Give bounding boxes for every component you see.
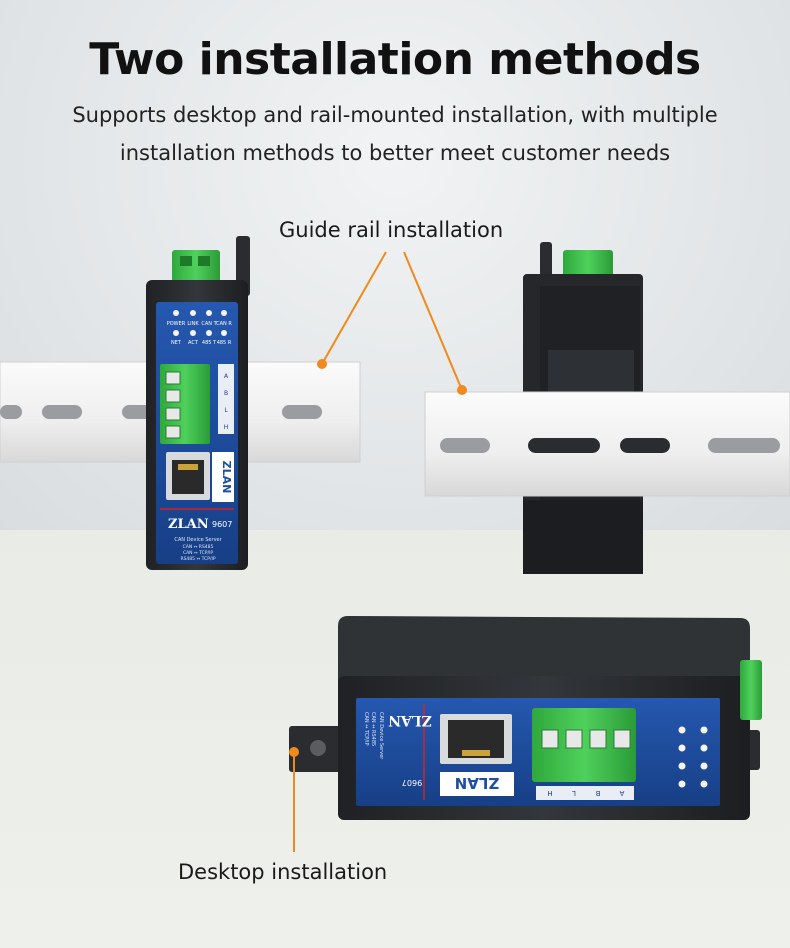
led-label-cant: CAN T xyxy=(201,321,217,327)
desktop-installation-label: Desktop installation xyxy=(178,860,388,884)
subtitle-line-1: Supports desktop and rail-mounted instal… xyxy=(72,103,718,127)
callout-dot-right-rail xyxy=(457,385,467,395)
desktop-spec-line-1: CAN ↔ RS485 xyxy=(370,712,376,746)
top-terminal-block xyxy=(172,250,220,284)
callout-lines xyxy=(289,251,467,852)
led-label-485r: 485 R xyxy=(217,340,232,346)
desktop-terminal-block xyxy=(532,708,636,782)
subtitle-line-2: installation methods to better meet cust… xyxy=(119,141,671,165)
device-front-view: POWER LINK CAN T CAN R NET ACT 485 T 485… xyxy=(146,236,250,570)
led-label-power: POWER xyxy=(167,321,186,327)
callout-dot-left-rail xyxy=(317,359,327,369)
desktop-product-name: CAN Device Server xyxy=(378,712,384,760)
pin-label-b: B xyxy=(224,390,228,397)
pin-label-a: A xyxy=(224,373,229,380)
brand-name: ZLAN xyxy=(168,517,209,532)
desktop-pin-b: B xyxy=(595,789,600,797)
callout-dot-desktop xyxy=(289,747,299,757)
led-indicators xyxy=(173,310,227,336)
spec-line-2: CAN ↔ TCP/IP xyxy=(183,550,213,556)
pin-label-l: L xyxy=(224,407,228,414)
page-subtitle: Supports desktop and rail-mounted instal… xyxy=(40,96,750,172)
desktop-pin-a: A xyxy=(619,789,624,797)
desktop-logo: ZLAN xyxy=(455,774,500,792)
led-label-link: LINK xyxy=(187,321,199,327)
desktop-model-number: 9607 xyxy=(402,778,422,787)
spec-line-1: CAN ↔ RS485 xyxy=(183,544,214,550)
desktop-pin-h: H xyxy=(547,789,552,797)
pin-label-h: H xyxy=(224,424,229,431)
led-label-canr: CAN R xyxy=(216,321,232,327)
desktop-spec-line-2: CAN ↔ TCP/IP xyxy=(363,712,369,745)
device-desktop-view: ZLAN 9607 CAN Device Server CAN ↔ RS485 … xyxy=(289,616,762,820)
spec-line-3: RS485 ↔ TCP/IP xyxy=(180,556,215,562)
rail-installation-label: Guide rail installation xyxy=(279,218,504,242)
led-label-485t: 485 T xyxy=(202,340,217,346)
model-number: 9607 xyxy=(212,520,232,529)
led-label-net: NET xyxy=(171,340,182,346)
page-title: Two installation methods xyxy=(89,34,701,85)
led-label-act: ACT xyxy=(188,340,199,346)
vertical-logo: ZLAN xyxy=(220,461,233,494)
product-name: CAN Device Server xyxy=(174,537,222,543)
desktop-brand-name: ZLAN xyxy=(388,712,432,728)
din-rail-right xyxy=(424,391,790,497)
desktop-pin-l: L xyxy=(572,789,576,797)
desktop-led-indicators xyxy=(678,726,708,788)
